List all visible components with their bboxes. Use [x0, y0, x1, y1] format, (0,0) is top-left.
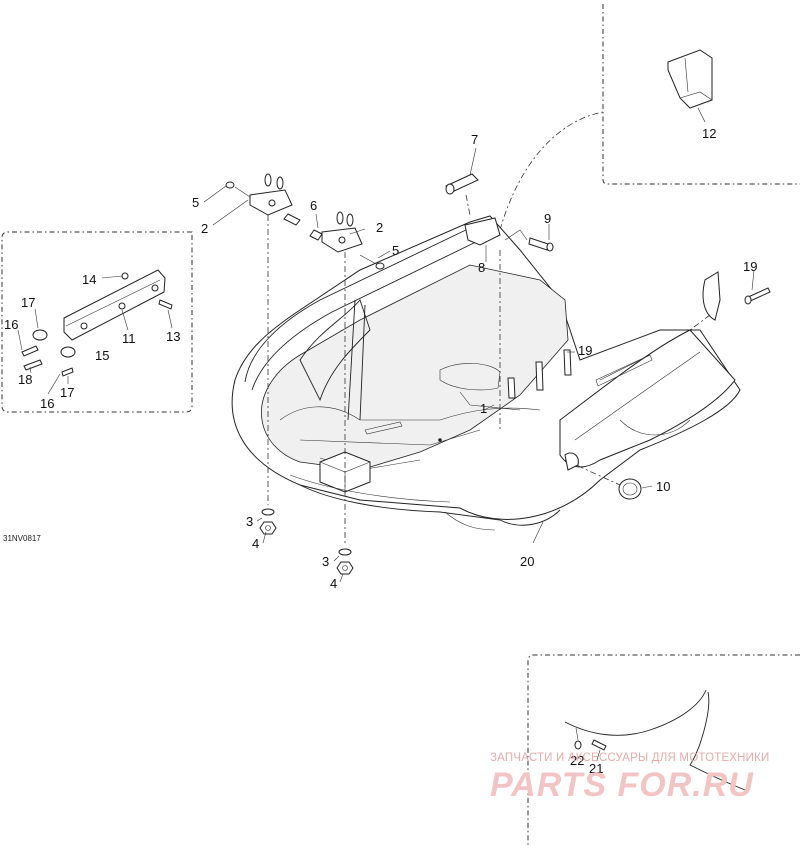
part-9-bolt — [504, 229, 554, 252]
callout-17-upper[interactable]: 17 — [21, 295, 35, 310]
callout-21[interactable]: 21 — [589, 761, 603, 776]
callout-13[interactable]: 13 — [166, 329, 180, 344]
callout-19-right[interactable]: 19 — [743, 259, 757, 274]
watermark-caption: ЗАПЧАСТИ И АКСЕССУАРЫ ДЛЯ МОТОТЕХНИКИ — [490, 752, 770, 764]
callout-12[interactable]: 12 — [702, 126, 716, 141]
mount-plate-left — [225, 173, 301, 505]
callout-7[interactable]: 7 — [471, 132, 478, 147]
callout-6[interactable]: 6 — [310, 198, 317, 213]
callout-4-right[interactable]: 4 — [330, 576, 337, 591]
hull-body — [231, 215, 741, 531]
callout-3-right[interactable]: 3 — [322, 554, 329, 569]
callout-labels: 1 2 2 3 3 4 4 5 5 6 7 8 9 10 11 12 13 14… — [4, 126, 757, 776]
callout-20[interactable]: 20 — [520, 554, 534, 569]
callout-16-upper[interactable]: 16 — [4, 317, 18, 332]
part-19-pin-right — [689, 271, 771, 331]
washer-nut-set-right — [336, 548, 354, 575]
washer-nut-set-left — [259, 508, 277, 535]
callout-4-left[interactable]: 4 — [252, 536, 259, 551]
callout-15[interactable]: 15 — [95, 348, 109, 363]
callout-5-left[interactable]: 5 — [192, 195, 199, 210]
part-12-bracket — [667, 49, 713, 123]
callout-22[interactable]: 22 — [570, 753, 584, 768]
callout-leaders — [17, 147, 755, 761]
callout-1[interactable]: 1 — [480, 401, 487, 416]
inset-box-part-12 — [602, 4, 800, 185]
callout-11[interactable]: 11 — [122, 331, 136, 346]
part-10-plug — [564, 452, 642, 500]
part-8-support — [464, 217, 501, 246]
part-19-pins-center — [507, 349, 572, 399]
part-21-cable — [564, 689, 746, 791]
callout-8[interactable]: 8 — [478, 260, 485, 275]
callout-10[interactable]: 10 — [656, 479, 670, 494]
callout-2-left[interactable]: 2 — [201, 221, 208, 236]
inset-12-leader-arc — [499, 111, 604, 231]
mount-plate-right — [309, 211, 385, 545]
callout-5-right[interactable]: 5 — [392, 243, 399, 258]
callout-17-lower[interactable]: 17 — [60, 385, 74, 400]
callout-19-center[interactable]: 19 — [578, 343, 592, 358]
watermark-logo: PARTS FOR.RU — [490, 766, 754, 804]
callout-3-left[interactable]: 3 — [246, 514, 253, 529]
callout-9[interactable]: 9 — [544, 211, 551, 226]
callout-18[interactable]: 18 — [18, 372, 32, 387]
callout-2-right[interactable]: 2 — [376, 220, 383, 235]
callout-14[interactable]: 14 — [82, 272, 96, 287]
inset-box-bracket-assembly — [1, 231, 193, 413]
part-7-pin — [445, 173, 479, 216]
callout-16-lower[interactable]: 16 — [40, 396, 54, 411]
watermark: ЗАПЧАСТИ И АКСЕССУАРЫ ДЛЯ МОТОТЕХНИКИ PA… — [490, 752, 770, 804]
diagram-code: 31NV0817 — [3, 534, 41, 543]
bracket-assembly-11 — [21, 269, 173, 377]
inset-box-part-21-22 — [527, 654, 800, 845]
